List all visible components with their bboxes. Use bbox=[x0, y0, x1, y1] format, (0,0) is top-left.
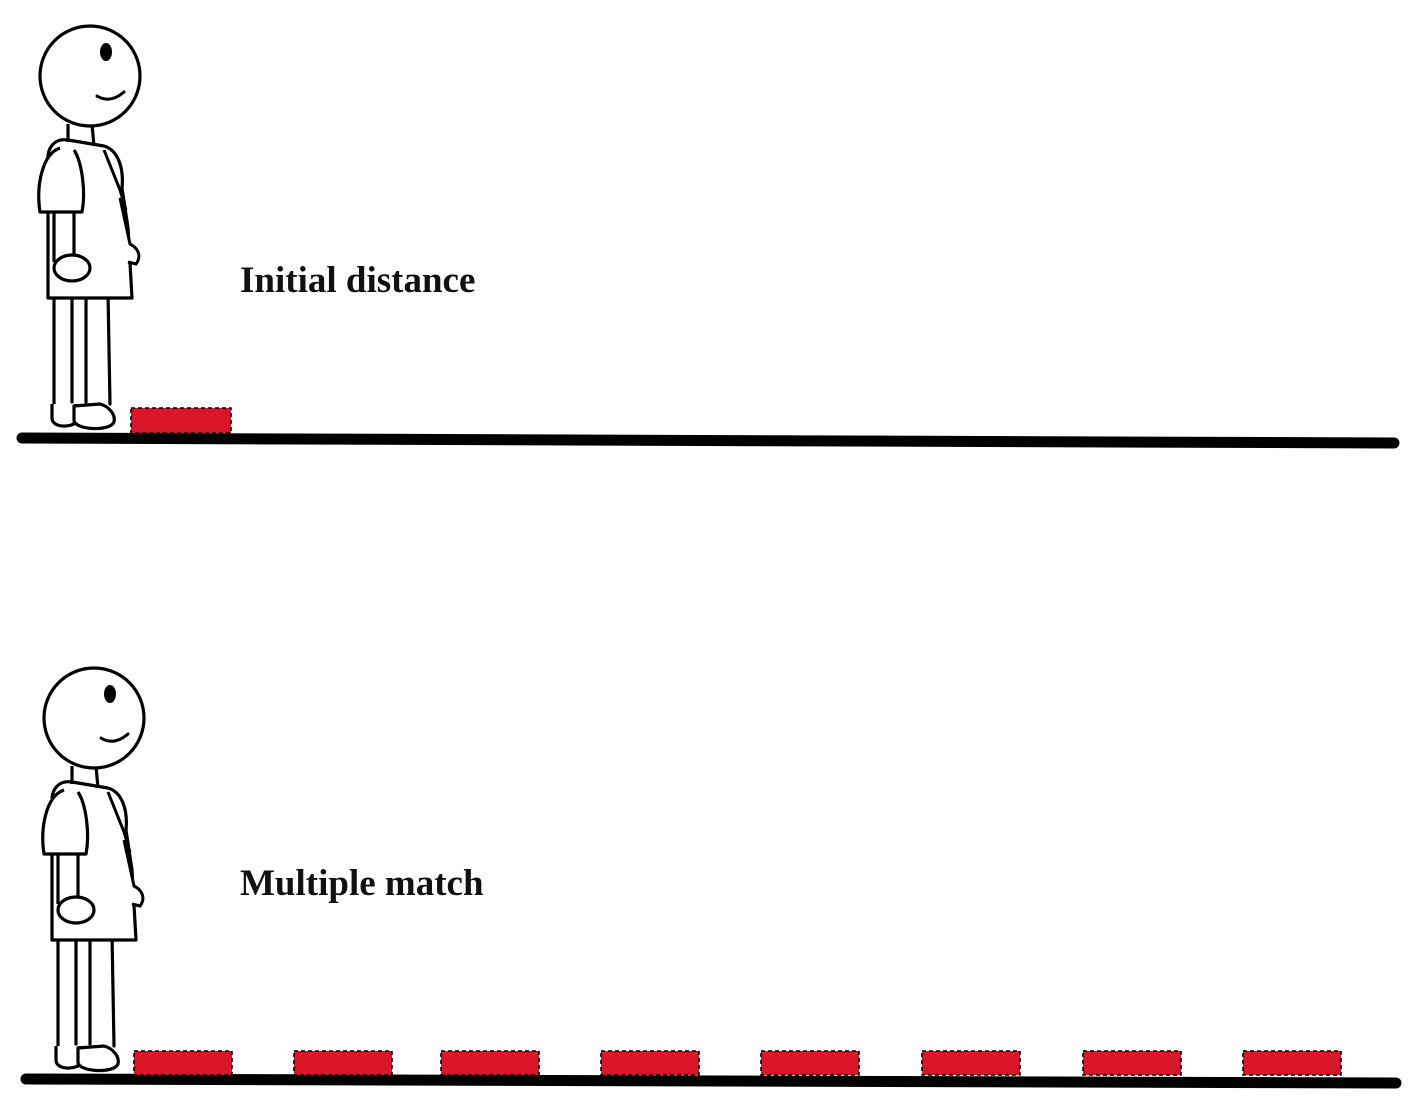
red-floor-marker-icon bbox=[1242, 1050, 1342, 1076]
red-floor-marker-icon bbox=[760, 1050, 860, 1076]
panel-multiple-match bbox=[20, 666, 1402, 1089]
standing-person-icon bbox=[41, 666, 146, 1073]
panel-label-initial-distance: Initial distance bbox=[240, 260, 476, 301]
panel-label-multiple-match: Multiple match bbox=[240, 863, 484, 904]
red-floor-marker-icon bbox=[921, 1050, 1021, 1076]
red-floor-marker-icon bbox=[293, 1050, 393, 1076]
red-floor-marker-icon bbox=[1082, 1050, 1182, 1076]
standing-person-icon bbox=[37, 24, 142, 431]
marker-row bbox=[130, 407, 232, 434]
red-floor-marker-icon bbox=[133, 1050, 233, 1076]
red-floor-marker-icon bbox=[440, 1050, 540, 1076]
ground-line bbox=[20, 1073, 1402, 1089]
marker-row bbox=[133, 1050, 1342, 1076]
red-floor-marker-icon bbox=[130, 407, 232, 434]
red-floor-marker-icon bbox=[600, 1050, 700, 1076]
ground-line bbox=[16, 432, 1400, 449]
panel-initial-distance bbox=[16, 24, 1400, 449]
